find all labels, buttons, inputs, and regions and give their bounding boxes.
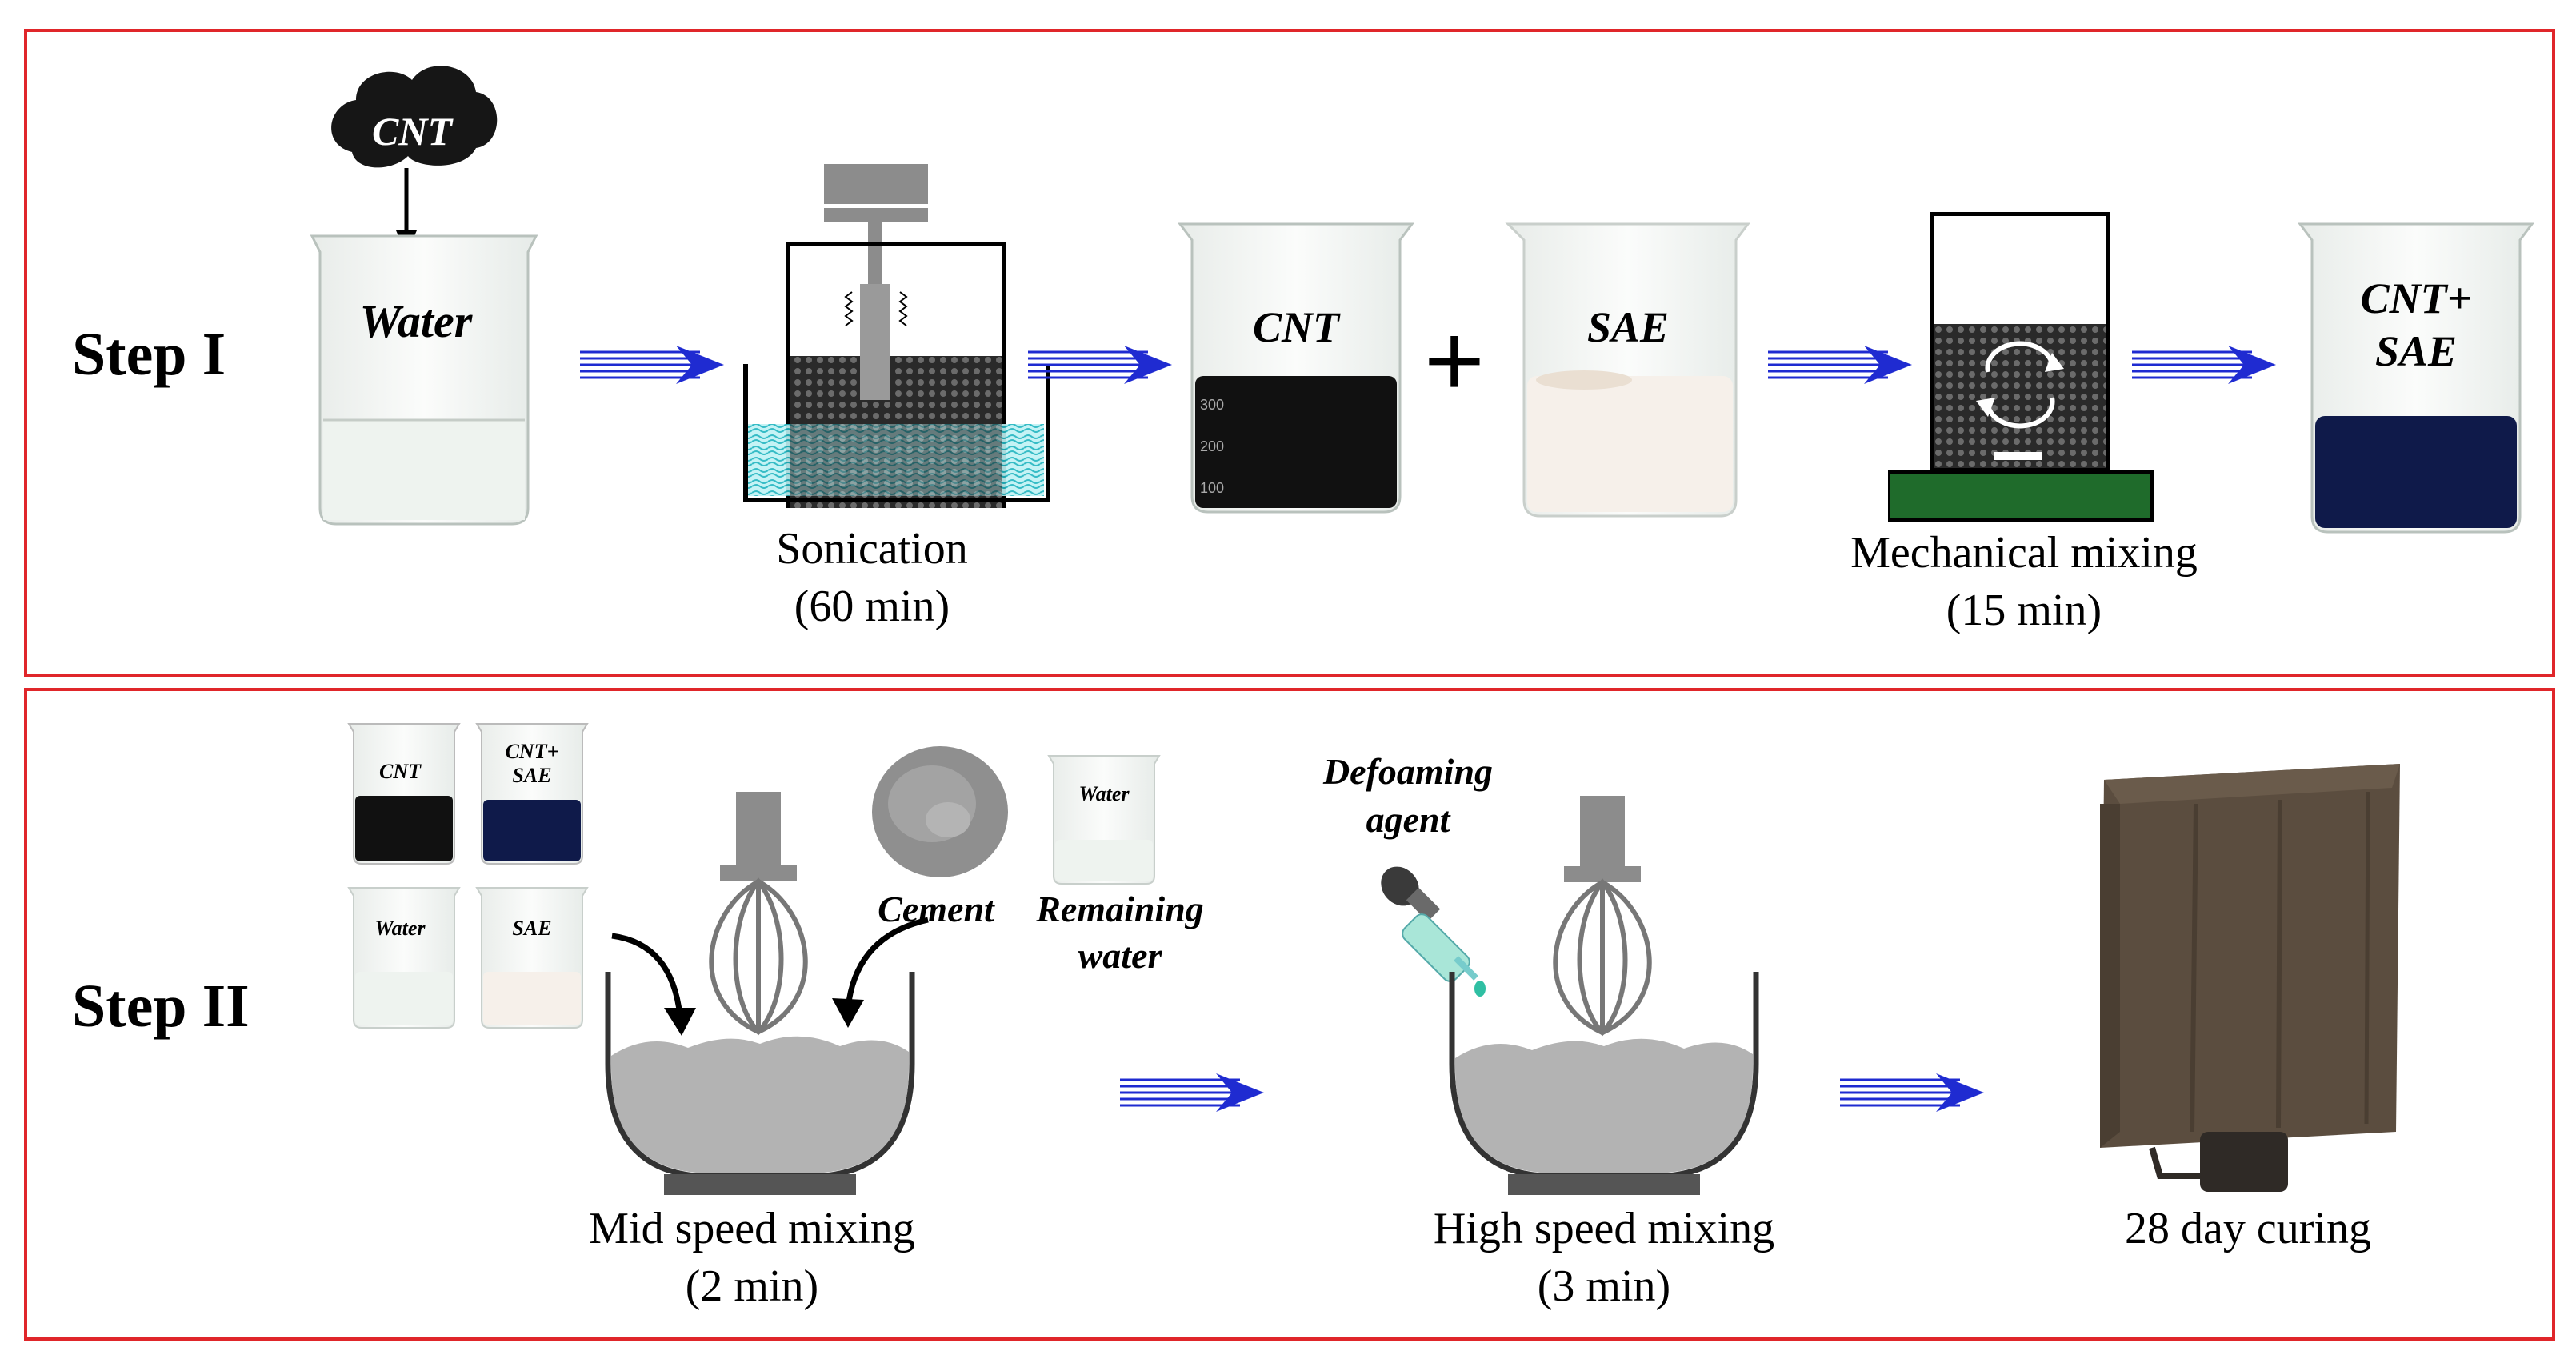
mini-water-label: Water xyxy=(374,917,426,940)
high-speed-mixer-diagram xyxy=(1436,796,1772,1212)
step-1-label: Step I xyxy=(72,321,226,388)
pour-arrow-right xyxy=(824,912,936,1032)
plus-sign: + xyxy=(1424,302,1485,418)
mini-sae-label: SAE xyxy=(512,917,552,940)
mini-cnt-sae-label: CNT+ SAE xyxy=(484,740,580,788)
mid-caption-line-2: (2 min) xyxy=(685,1261,819,1311)
remaining-water-line-2: water xyxy=(1078,935,1162,976)
sae-beaker xyxy=(1496,216,1760,528)
mini-water-beaker xyxy=(344,884,464,1032)
cnt-dispersion-beaker xyxy=(1168,216,1424,520)
mid-caption-line-1: Mid speed mixing xyxy=(589,1204,915,1253)
high-speed-caption: High speed mixing (3 min) xyxy=(1392,1200,1816,1315)
mechanical-mixer-diagram xyxy=(1888,212,2160,524)
mid-speed-caption: Mid speed mixing (2 min) xyxy=(544,1200,960,1315)
mini-cnt-sae-beaker xyxy=(472,720,592,868)
flow-arrow-6 xyxy=(1840,1073,1984,1112)
step-2-label: Step II xyxy=(72,973,250,1040)
mini-cnt-sae-line-1: CNT+ xyxy=(505,740,559,763)
pour-arrow-left xyxy=(608,928,704,1040)
cnt-sae-beaker-label: CNT+ SAE xyxy=(2336,272,2496,378)
cnt-sae-line-1: CNT+ xyxy=(2360,274,2472,322)
defoaming-line-1: Defoaming xyxy=(1322,751,1494,792)
sonicator-diagram xyxy=(736,164,1056,508)
mechanical-mixing-caption: Mechanical mixing (15 min) xyxy=(1800,524,2248,639)
cnt-cloud-label: CNT xyxy=(372,109,452,154)
mech-caption-line-2: (15 min) xyxy=(1946,586,2102,635)
step-2-panel xyxy=(24,688,2555,1341)
remaining-water-line-1: Remaining xyxy=(1036,889,1204,929)
tick-100: 100 xyxy=(1200,480,1225,496)
cement-label: Cement xyxy=(878,889,994,929)
cnt-beaker-label: CNT xyxy=(1253,303,1339,351)
cnt-sae-line-2: SAE xyxy=(2374,327,2458,375)
step-1-panel xyxy=(24,29,2555,677)
tick-300: 300 xyxy=(1200,397,1225,413)
high-caption-line-1: High speed mixing xyxy=(1433,1204,1775,1253)
high-caption-line-2: (3 min) xyxy=(1537,1261,1671,1311)
defoaming-agent-label: Defoaming agent xyxy=(1296,748,1520,844)
cured-mortar-specimen xyxy=(2088,756,2408,1204)
cnt-powder-cloud xyxy=(320,56,504,176)
cement-powder xyxy=(868,740,1012,884)
remaining-water-beaker xyxy=(1044,752,1164,888)
cnt-sae-beaker xyxy=(2288,216,2544,544)
mech-caption-line-1: Mechanical mixing xyxy=(1850,528,2198,578)
defoaming-line-2: agent xyxy=(1366,799,1450,840)
sonication-caption-line-1: Sonication xyxy=(776,524,968,574)
remaining-water-beaker-label: Water xyxy=(1078,782,1130,805)
flow-arrow-4 xyxy=(2132,346,2276,384)
beaker-tick-labels: 300 200 100 xyxy=(1200,384,1224,509)
flow-arrow-1 xyxy=(580,346,724,384)
dropper-icon xyxy=(1376,864,1504,1008)
mini-cnt-sae-line-2: SAE xyxy=(512,764,552,787)
curing-caption: 28 day curing xyxy=(2125,1204,2371,1253)
flow-arrow-5 xyxy=(1120,1073,1264,1112)
sonication-caption: Sonication (60 min) xyxy=(688,520,1056,635)
water-beaker xyxy=(296,228,552,532)
mini-cnt-beaker xyxy=(344,720,464,868)
mini-sae-beaker xyxy=(472,884,592,1032)
mid-speed-mixer-diagram xyxy=(592,792,928,1208)
tick-200: 200 xyxy=(1200,438,1225,454)
mini-cnt-label: CNT xyxy=(379,760,421,783)
water-beaker-label: Water xyxy=(359,295,473,347)
remaining-water-label: Remaining water xyxy=(1016,886,1224,979)
sae-beaker-label: SAE xyxy=(1586,303,1670,351)
sonication-caption-line-2: (60 min) xyxy=(794,582,950,631)
flow-arrow-2 xyxy=(1028,346,1172,384)
